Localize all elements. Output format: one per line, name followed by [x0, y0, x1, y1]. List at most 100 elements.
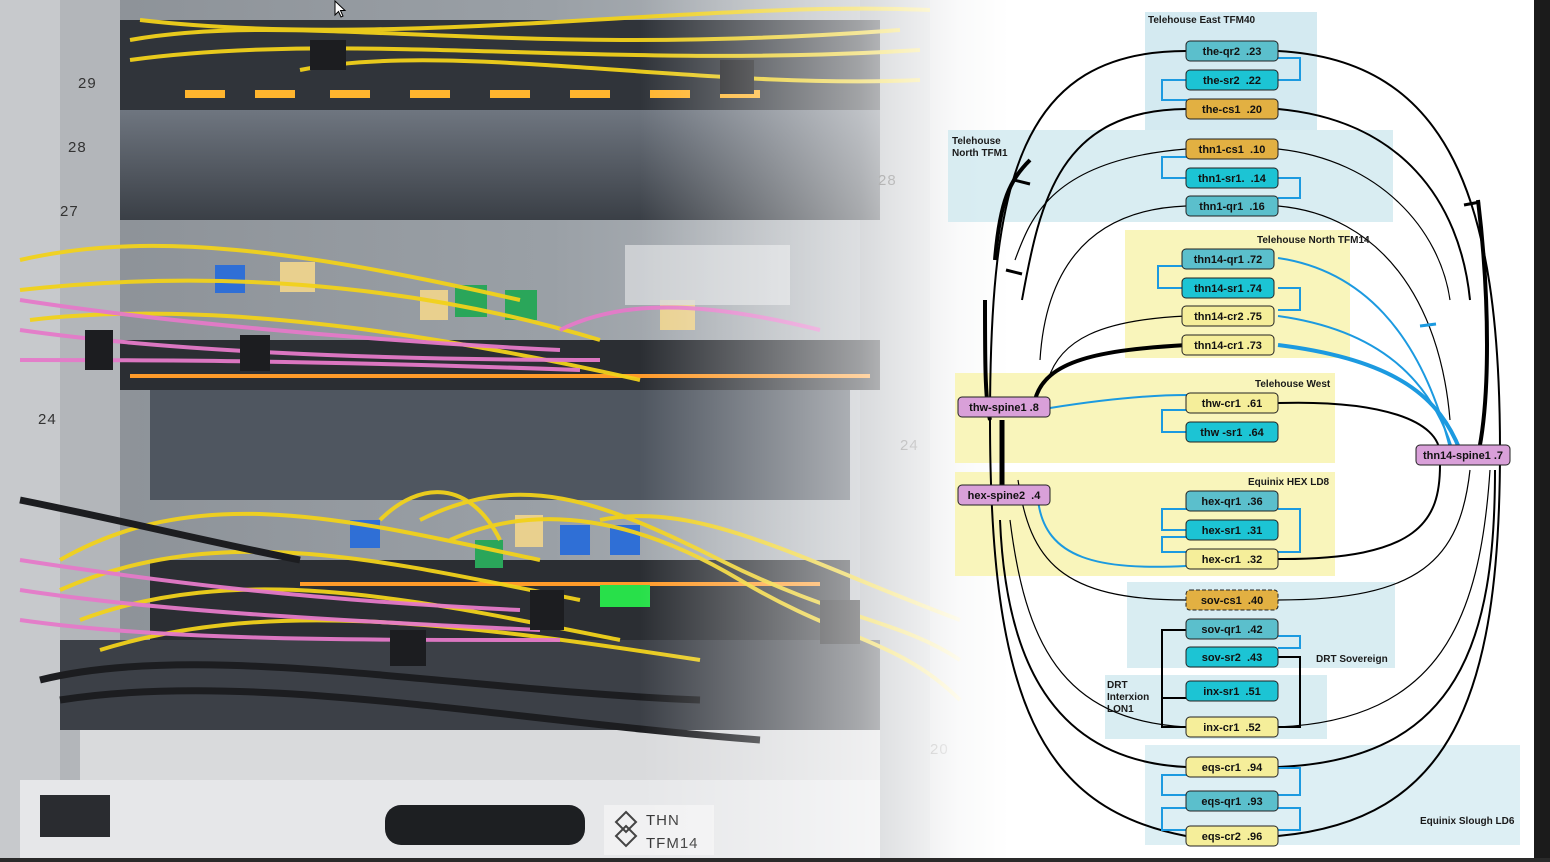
- node-label: inx-cr1 .52: [1203, 722, 1260, 734]
- node-label: thw-spine1 .8: [969, 402, 1039, 414]
- site-label-line: DRT: [1107, 680, 1128, 691]
- node-label: hex-qr1 .36: [1201, 496, 1262, 508]
- node-box: [1185, 392, 1279, 414]
- node-box: [1185, 790, 1279, 812]
- node-thw-sr1: thw -sr1 .64: [1185, 421, 1279, 443]
- node-label: thw-cr1 .61: [1202, 398, 1263, 410]
- node-label: thn14-spine1 .7: [1423, 450, 1503, 462]
- node-label: eqs-qr1 .93: [1201, 796, 1262, 808]
- node-hex-sr1: hex-sr1 .31: [1185, 519, 1279, 541]
- node-thn1-sr1: thn1-sr1. .14: [1185, 167, 1279, 189]
- node-box: [1185, 138, 1279, 160]
- local-links: [1037, 57, 1453, 831]
- node-box: [1185, 98, 1279, 120]
- node-label: thn1-qr1 .16: [1199, 201, 1264, 213]
- node-label: thn14-cr1 .73: [1194, 340, 1262, 352]
- node-eqs-qr1: eqs-qr1 .93: [1185, 790, 1279, 812]
- site-label-equinix-slough: Equinix Slough LD6: [1420, 816, 1515, 827]
- site-label-line: North TFM1: [952, 148, 1008, 159]
- node-label: thn14-sr1 .74: [1194, 283, 1263, 295]
- node-thn1-qr1: thn1-qr1 .16: [1185, 195, 1279, 217]
- node-label: eqs-cr1 .94: [1202, 762, 1263, 774]
- black-local-links: [1161, 629, 1301, 728]
- node-sov-sr2: sov-sr2 .43: [1185, 646, 1279, 668]
- site-label-telehouse-east: Telehouse East TFM40: [1148, 15, 1256, 26]
- node-box: [1185, 680, 1279, 702]
- node-label: eqs-cr2 .96: [1202, 831, 1263, 843]
- node-box: [1181, 248, 1275, 270]
- zone-telehouse-west: [955, 373, 1335, 463]
- node-box: [1185, 490, 1279, 512]
- window-edge-bottom: [0, 858, 1550, 862]
- site-label-line: Interxion: [1107, 692, 1149, 703]
- node-thn14-cr1: thn14-cr1 .73: [1181, 334, 1275, 356]
- site-label-telehouse-north-tfm14: Telehouse North TFM14: [1257, 235, 1370, 246]
- node-the-qr2: the-qr2 .23: [1185, 40, 1279, 62]
- node-thn14-cr2: thn14-cr2 .75: [1181, 305, 1275, 327]
- node-box: [1185, 716, 1279, 738]
- node-box: [1185, 167, 1279, 189]
- node-sov-qr1: sov-qr1 .42: [1185, 618, 1279, 640]
- site-label-line: Telehouse: [952, 136, 1001, 147]
- node-label: the-cs1 .20: [1202, 104, 1262, 116]
- node-thw-cr1: thw-cr1 .61: [1185, 392, 1279, 414]
- node-label: the-sr2 .22: [1203, 75, 1261, 87]
- node-label: thn1-sr1. .14: [1198, 173, 1267, 185]
- mouse-cursor-icon: [334, 0, 347, 18]
- node-box: [1185, 195, 1279, 217]
- node-label: hex-sr1 .31: [1202, 525, 1263, 537]
- site-label-drt-sovereign: DRT Sovereign: [1316, 654, 1388, 665]
- node-the-cs1: the-cs1 .20: [1185, 98, 1279, 120]
- node-label: hex-spine2 .4: [968, 490, 1042, 502]
- site-labels: Telehouse East TFM40 Telehouse North TFM…: [952, 15, 1515, 827]
- node-thn14-spine1: thn14-spine1 .7: [1415, 444, 1511, 466]
- node-hex-spine2: hex-spine2 .4: [957, 484, 1051, 506]
- site-label-telehouse-north-tfm1: Telehouse North TFM1: [952, 136, 1008, 159]
- node-box: [957, 484, 1051, 506]
- node-box: [1185, 756, 1279, 778]
- node-box: [1181, 334, 1275, 356]
- site-label-telehouse-west: Telehouse West: [1255, 379, 1331, 390]
- node-label: sov-qr1 .42: [1201, 624, 1262, 636]
- site-label-drt-interxion: DRT Interxion LON1: [1107, 680, 1152, 715]
- node-box: [1185, 40, 1279, 62]
- node-label: sov-sr2 .43: [1202, 652, 1263, 664]
- node-label: thn14-qr1 .72: [1194, 254, 1262, 266]
- node-box: [1415, 444, 1511, 466]
- node-thn14-sr1: thn14-sr1 .74: [1181, 277, 1275, 299]
- node-thn14-qr1: thn14-qr1 .72: [1181, 248, 1275, 270]
- node-label: inx-sr1 .51: [1203, 686, 1260, 698]
- node-inx-sr1: inx-sr1 .51: [1185, 680, 1279, 702]
- node-box: [1185, 618, 1279, 640]
- node-eqs-cr1: eqs-cr1 .94: [1185, 756, 1279, 778]
- site-label-line: LON1: [1107, 704, 1134, 715]
- node-box: [1181, 277, 1275, 299]
- node-the-sr2: the-sr2 .22: [1185, 69, 1279, 91]
- node-label: thn1-cs1 .10: [1199, 144, 1266, 156]
- site-label-equinix-hex: Equinix HEX LD8: [1248, 477, 1330, 488]
- dark-fibre-links: [983, 50, 1502, 837]
- node-thn1-cs1: thn1-cs1 .10: [1185, 138, 1279, 160]
- node-label: the-qr2 .23: [1203, 46, 1262, 58]
- node-label: thn14-cr2 .75: [1194, 311, 1262, 323]
- node-box: [1185, 519, 1279, 541]
- node-box: [1185, 548, 1279, 570]
- node-sov-cs1: sov-cs1 .40: [1185, 589, 1279, 611]
- node-box: [1185, 589, 1279, 611]
- node-box: [1185, 421, 1279, 443]
- node-box: [1185, 825, 1279, 847]
- node-hex-cr1: hex-cr1 .32: [1185, 548, 1279, 570]
- node-box: [1181, 305, 1275, 327]
- node-box: [1185, 69, 1279, 91]
- node-thw-spine1: thw-spine1 .8: [957, 396, 1051, 418]
- node-label: hex-cr1 .32: [1202, 554, 1263, 566]
- node-box: [1185, 646, 1279, 668]
- node-box: [957, 396, 1051, 418]
- router-nodes: the-qr2 .23 the-sr2 .22 the-cs1 .20 thn1-cs…: [957, 40, 1511, 847]
- window-edge: [1534, 0, 1550, 862]
- node-hex-qr1: hex-qr1 .36: [1185, 490, 1279, 512]
- node-inx-cr1: inx-cr1 .52: [1185, 716, 1279, 738]
- node-label: thw -sr1 .64: [1200, 427, 1264, 439]
